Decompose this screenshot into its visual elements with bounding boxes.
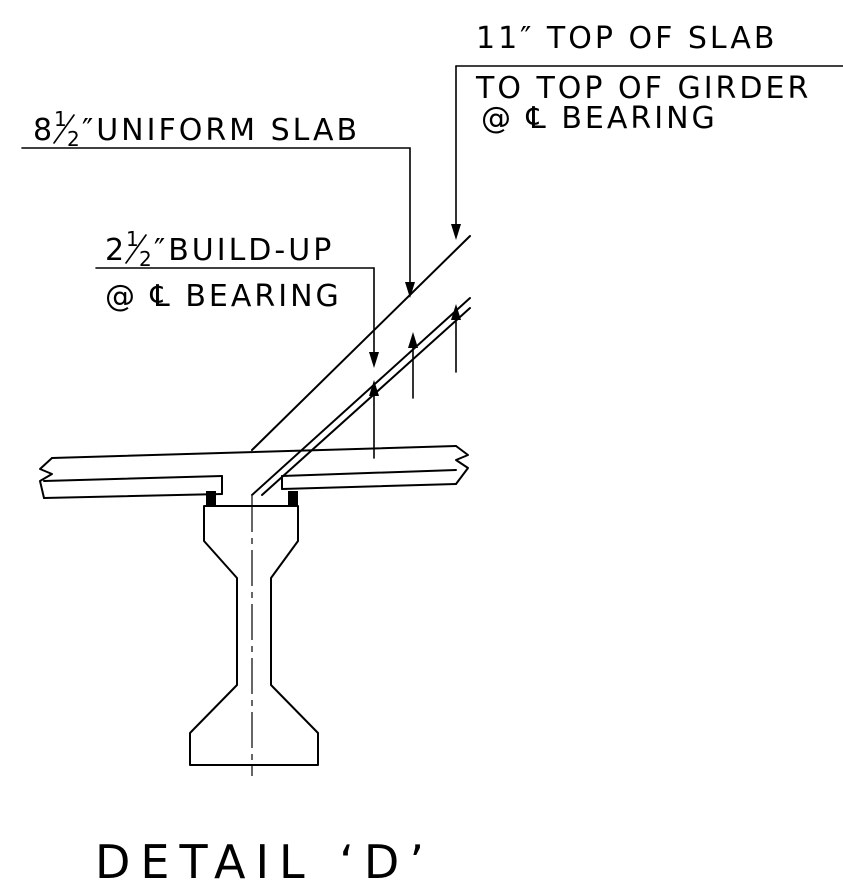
uniform-slab-whole: 8	[33, 113, 55, 148]
break-line-left	[39, 457, 53, 499]
label-top-of-slab-3: @ ℄ BEARING	[481, 101, 718, 136]
arrow-uniform-up	[408, 332, 418, 348]
buildup-num: 1	[126, 227, 139, 251]
arrow-buildup-down	[369, 352, 379, 368]
uniform-slab-num: 1	[54, 107, 67, 131]
arrow-uniform-slab	[405, 282, 415, 298]
buildup-den: 2	[139, 247, 152, 271]
buildup-fracbar	[125, 234, 147, 264]
buildup-whole: 2	[105, 233, 127, 268]
detail-title: DETAIL ‘D’	[95, 835, 434, 889]
arrow-buildup-up	[369, 380, 379, 396]
uniform-slab-den: 2	[67, 127, 80, 151]
bearing-pad-right	[288, 491, 298, 506]
uniform-slab-fracbar	[53, 114, 75, 144]
arrow-top-of-slab	[451, 224, 461, 240]
label-uniform-slab: 8 1 2 ″UNIFORM SLAB	[33, 107, 360, 151]
inclined-section-lines	[251, 235, 471, 496]
deck-slab	[39, 445, 469, 499]
girder-section	[189, 496, 319, 776]
label-top-of-slab-2: TO TOP OF GIRDER	[475, 71, 811, 106]
leader-buildup	[95, 267, 375, 355]
arrow-top-up	[451, 304, 461, 320]
buildup-text: ″BUILD-UP	[154, 233, 334, 268]
label-buildup-line2: @ ℄ BEARING	[105, 279, 342, 314]
label-top-of-slab-1: 11″ TOP OF SLAB	[476, 21, 777, 56]
leader-uniform-slab	[21, 147, 411, 291]
label-buildup: 2 1 2 ″BUILD-UP	[105, 227, 334, 271]
uniform-slab-text: ″UNIFORM SLAB	[82, 113, 360, 148]
bearing-pad-left	[206, 491, 216, 506]
break-line-right	[455, 445, 469, 485]
